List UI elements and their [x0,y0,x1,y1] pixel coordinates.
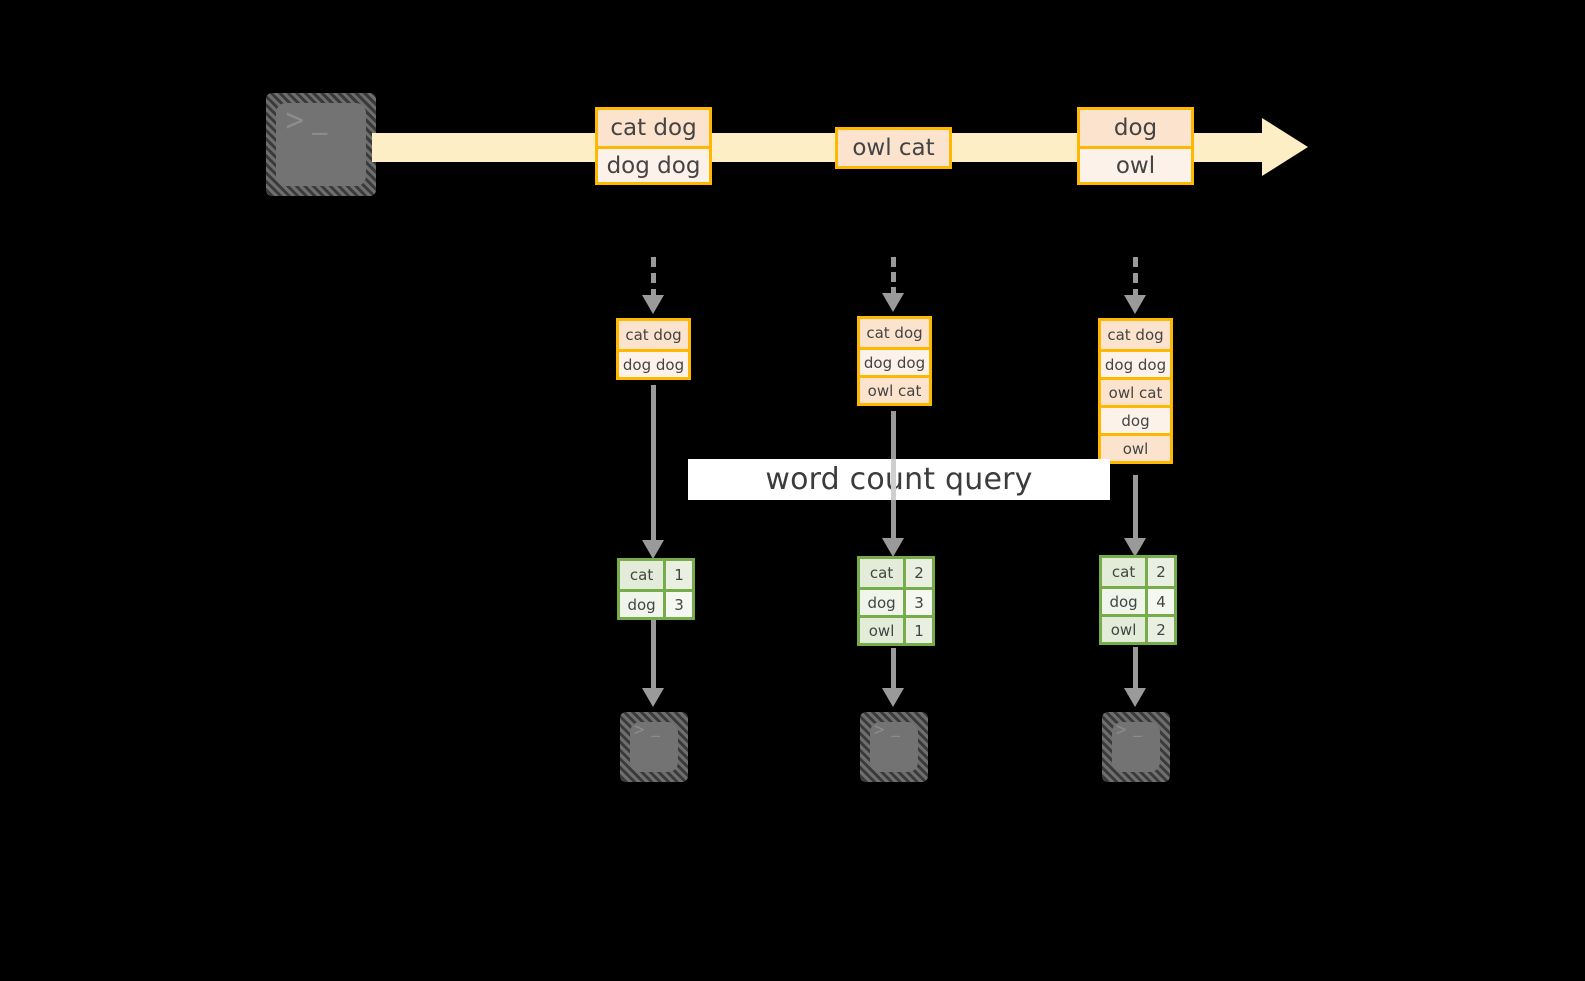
snapshot-input-line: owl cat [1101,377,1170,405]
event-line: cat dog [598,110,709,146]
terminal-screen [1112,722,1160,772]
snapshot-3-sink-line [1133,647,1138,690]
result-count: 3 [663,592,692,617]
table-row: dog 3 [860,587,932,615]
prompt-cursor: _ [891,718,901,738]
event-stream-arrow-head [1262,118,1308,176]
snapshot-2-tap-arrowhead [882,293,904,312]
snapshot-1-sink-line [651,620,656,690]
result-word: dog [860,590,904,615]
table-row: dog 4 [1102,586,1174,614]
terminal-screen [276,103,366,186]
snapshot-3-query-line [1133,475,1138,548]
result-count: 2 [1145,617,1174,642]
snapshot-2-query-line-overlay [891,459,896,500]
event-line: owl [1080,146,1191,182]
prompt-chevron: > [633,720,647,740]
prompt-chevron: > [873,720,887,740]
snapshot-2-sink-terminal-icon[interactable]: > _ [860,712,928,782]
prompt-cursor: _ [651,718,661,738]
snapshot-1-query-line [651,385,656,550]
prompt-chevron: > [283,103,307,138]
snapshot-input-line: owl [1101,433,1170,461]
snapshot-1-input-box[interactable]: cat dog dog dog [616,318,691,380]
table-row: cat 2 [860,559,932,587]
event-line: dog [1080,110,1191,146]
prompt-cursor: _ [1133,718,1143,738]
terminal-screen [870,722,918,772]
snapshot-3-sink-terminal-icon[interactable]: > _ [1102,712,1170,782]
snapshot-input-line: cat dog [619,321,688,349]
prompt-chevron: > [1115,720,1129,740]
snapshot-3-tap-arrowhead [1124,295,1146,314]
source-terminal-icon[interactable]: > _ [266,93,376,196]
result-word: owl [1102,617,1146,642]
snapshot-3-sink-arrowhead [1124,688,1146,707]
event-group-3-box[interactable]: dog owl [1077,107,1194,185]
snapshot-2-input-box[interactable]: cat dog dog dog owl cat [857,316,932,406]
terminal-prompt-glyph: > _ [860,712,928,782]
result-word: owl [860,618,904,643]
result-count: 2 [903,559,932,587]
snapshot-1-result-table[interactable]: cat 1 dog 3 [617,558,695,620]
snapshot-2-query-arrowhead [882,538,904,557]
table-row: owl 2 [1102,614,1174,642]
snapshot-input-line: cat dog [1101,321,1170,349]
snapshot-input-line: dog dog [860,347,929,375]
result-count: 3 [903,590,932,615]
event-line: owl cat [838,130,949,166]
table-row: owl 1 [860,615,932,643]
result-count: 1 [663,561,692,589]
query-banner: word count query [688,459,1110,500]
table-row: cat 1 [620,561,692,589]
result-word: cat [860,559,904,587]
snapshot-input-line: owl cat [860,375,929,403]
snapshot-input-line: dog [1101,405,1170,433]
snapshot-input-line: dog dog [1101,349,1170,377]
terminal-prompt-glyph: > _ [266,93,376,196]
result-word: dog [1102,589,1146,614]
snapshot-1-sink-terminal-icon[interactable]: > _ [620,712,688,782]
snapshot-2-tap-line [891,257,896,297]
snapshot-3-input-box[interactable]: cat dog dog dog owl cat dog owl [1098,318,1173,464]
snapshot-3-tap-line [1133,257,1138,299]
snapshot-input-line: cat dog [860,319,929,347]
result-word: cat [1102,558,1146,586]
snapshot-3-result-table[interactable]: cat 2 dog 4 owl 2 [1099,555,1177,645]
snapshot-2-sink-line [891,648,896,690]
prompt-cursor: _ [312,101,329,136]
snapshot-2-sink-arrowhead [882,688,904,707]
terminal-screen [630,722,678,772]
result-count: 4 [1145,589,1174,614]
result-word: cat [620,561,664,589]
snapshot-1-tap-line [651,257,656,299]
result-count: 2 [1145,558,1174,586]
snapshot-1-tap-arrowhead [642,295,664,314]
query-banner-label: word count query [765,462,1033,497]
terminal-prompt-glyph: > _ [620,712,688,782]
snapshot-2-result-table[interactable]: cat 2 dog 3 owl 1 [857,556,935,646]
event-line: dog dog [598,146,709,182]
terminal-prompt-glyph: > _ [1102,712,1170,782]
result-word: dog [620,592,664,617]
result-count: 1 [903,618,932,643]
snapshot-3-query-arrowhead [1124,538,1146,557]
event-group-2-box[interactable]: owl cat [835,127,952,169]
snapshot-1-query-arrowhead [642,540,664,559]
table-row: dog 3 [620,589,692,617]
table-row: cat 2 [1102,558,1174,586]
snapshot-1-sink-arrowhead [642,688,664,707]
event-group-1-box[interactable]: cat dog dog dog [595,107,712,185]
snapshot-input-line: dog dog [619,349,688,377]
